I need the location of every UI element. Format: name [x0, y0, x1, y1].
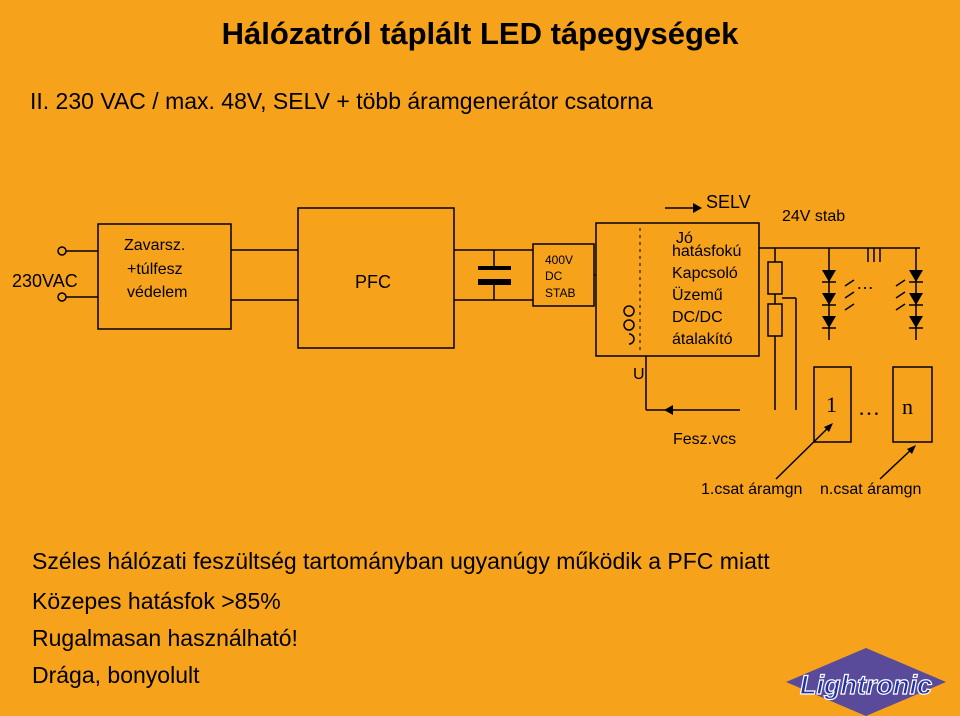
pointer-arrow-icon	[824, 423, 833, 432]
current-gen-1-block	[813, 366, 852, 443]
led-string-n	[909, 248, 923, 340]
current-gen-1-caption: 1.csat áramgn	[701, 481, 802, 498]
led-icon	[822, 293, 836, 305]
led-icon	[822, 270, 836, 282]
pfc-block	[297, 207, 455, 349]
current-gen-1-pointer	[775, 424, 832, 480]
current-gen-n-caption: n.csat áramgn	[820, 481, 921, 498]
u-label: U	[633, 366, 645, 383]
led-dots: …	[856, 273, 874, 293]
led-string-1	[822, 248, 836, 340]
protection-label-1: Zavarsz.	[124, 237, 185, 254]
protection-label-3: védelem	[127, 284, 187, 301]
dcdc-converter-block	[595, 222, 760, 357]
bullet-3: Rugalmasan használható!	[32, 625, 298, 651]
logo-diamond	[786, 648, 946, 716]
lightronic-logo: Lightronic	[786, 648, 946, 716]
fesz-label: Fesz.vcs	[673, 431, 736, 448]
led-icon	[909, 293, 923, 305]
pointer-arrow-icon	[907, 445, 916, 454]
protection-label-2: +túlfesz	[127, 261, 183, 278]
current-gen-n-pointer	[879, 446, 915, 480]
capacitor-plate-bottom	[478, 279, 511, 285]
converter-label-6: átalakító	[672, 331, 733, 348]
converter-label-5: DC/DC	[672, 309, 723, 326]
selv-arrow-icon	[693, 203, 702, 213]
current-gen-dots: …	[858, 395, 880, 420]
dc-stab-label-2: DC	[545, 269, 563, 283]
selv-label: SELV	[706, 192, 751, 212]
converter-label-2: hatásfokú	[672, 243, 741, 260]
logo-text: Lightronic	[800, 670, 932, 700]
converter-label-4: Üzemű	[672, 286, 723, 304]
bullet-2: Közepes hatásfok >85%	[32, 588, 281, 614]
dc-stab-label-3: STAB	[545, 286, 575, 300]
pfc-label: PFC	[355, 272, 391, 292]
resistor-bottom	[767, 303, 783, 337]
resistor-top	[767, 261, 783, 295]
page-subtitle: II. 230 VAC / max. 48V, SELV + több áram…	[30, 88, 653, 114]
current-gen-n-block	[892, 366, 933, 443]
current-gen-n-label: n	[902, 394, 913, 419]
protection-block	[97, 223, 232, 330]
dc-stab-label-1: 400V	[545, 253, 573, 267]
fesz-arrow-icon	[664, 405, 673, 415]
capacitor-plate-top	[478, 266, 511, 270]
bullet-1: Széles hálózati feszültség tartományban …	[32, 548, 770, 574]
transformer-coil-icon	[623, 305, 635, 345]
bullet-4: Drága, bonyolult	[32, 662, 200, 688]
led-icon	[822, 316, 836, 328]
converter-label-1: Jó	[676, 230, 693, 247]
page-title: Hálózatról táplált LED tápegységek	[221, 16, 739, 51]
stab-24v-label: 24V stab	[782, 208, 845, 225]
input-voltage-label: 230VAC	[12, 271, 78, 291]
led-icon	[909, 270, 923, 282]
emission-arrows-icon	[844, 279, 906, 311]
converter-label-3: Kapcsoló	[672, 265, 738, 282]
input-terminal-bottom	[57, 292, 67, 302]
led-icon	[909, 316, 923, 328]
input-terminal-top	[57, 246, 67, 256]
current-gen-1-label: 1	[826, 392, 837, 417]
